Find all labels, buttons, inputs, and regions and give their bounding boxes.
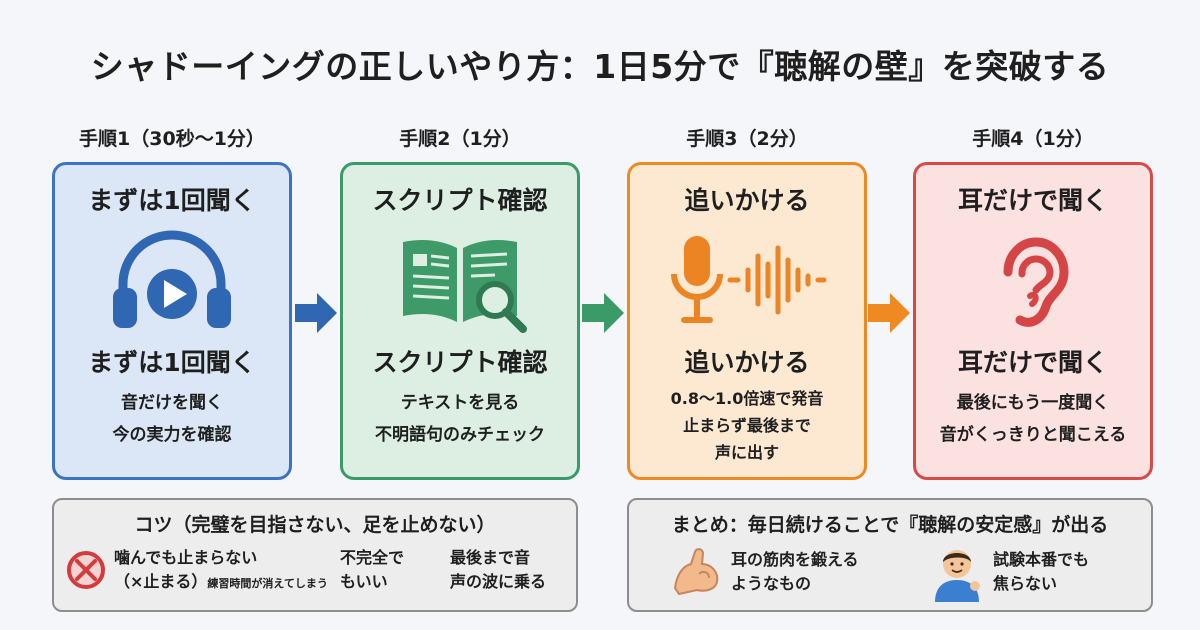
no-stop-icon (67, 551, 105, 589)
step-3-label: 手順3（2分） (686, 128, 808, 150)
summary-box: まとめ：毎日続けることで『聴解の安定感』が出る 耳の筋肉を鍛える ようなもの 試… (627, 498, 1153, 612)
arrow-right-icon (582, 293, 624, 333)
step-4-label: 手順4（1分） (972, 128, 1094, 150)
step-4-subtitle: 耳だけで聞く (957, 348, 1108, 377)
step-2-title: スクリプト確認 (372, 186, 548, 215)
summary-item-1: 耳の筋肉を鍛える ようなもの (731, 550, 859, 593)
step-2-subtitle: スクリプト確認 (372, 348, 548, 377)
muscle-arm-icon (673, 548, 719, 596)
tip-item-2: 不完全で もいい (340, 548, 405, 591)
page-title: シャドーイングの正しいやり方：1日5分で『聴解の壁』を突破する (90, 47, 1110, 86)
step-1-subtitle: まずは1回聞く (88, 348, 256, 377)
step-3-description: 0.8〜1.0倍速で発音 止まらず最後まで 声に出す (670, 389, 824, 462)
arrow-right-icon (295, 293, 337, 333)
tips-title: コツ（完璧を目指さない、足を止めない） (134, 514, 496, 536)
step-2-card: スクリプト確認 スクリプト確認 テキストを見る 不明語句のみチェック (340, 162, 580, 480)
microphone-wave-icon (630, 227, 864, 337)
book-magnifier-icon (343, 227, 577, 337)
step-1-label: 手順1（30秒〜1分） (79, 128, 265, 150)
arrow-right-icon (868, 293, 910, 333)
step-4-description: 最後にもう一度聞く 音がくっきりと聞こえる (939, 393, 1127, 445)
tip-item-1: 噛んでも止まらない （×止まる）練習時間が消えてしまう (114, 548, 328, 591)
step-2-description: テキストを見る 不明語句のみチェック (375, 393, 545, 445)
summary-item-2: 試験本番でも 焦らない (993, 550, 1090, 593)
step-3-subtitle: 追いかける (684, 348, 810, 377)
ear-icon (916, 227, 1150, 337)
step-1-description: 音だけを聞く 今の実力を確認 (112, 393, 232, 445)
tips-box: コツ（完璧を目指さない、足を止めない） 噛んでも止まらない （×止まる）練習時間… (52, 498, 578, 612)
step-3-card: 追いかける 追いかける 0.8〜1.0倍速で発音 止まらず最後まで 声に出す (627, 162, 867, 480)
step-1-card: まずは1回聞く まずは1回聞く 音だけを聞く 今の実力を確認 (52, 162, 292, 480)
step-4-card: 耳だけで聞く 耳だけで聞く 最後にもう一度聞く 音がくっきりと聞こえる (913, 162, 1153, 480)
step-2-label: 手順2（1分） (399, 128, 521, 150)
headphones-play-icon (55, 227, 289, 337)
step-3-title: 追いかける (684, 186, 810, 215)
tip-item-3: 最後まで音 声の波に乗る (450, 548, 547, 591)
calm-person-icon (935, 550, 980, 602)
step-1-title: まずは1回聞く (88, 186, 256, 215)
step-4-title: 耳だけで聞く (957, 186, 1108, 215)
summary-title: まとめ：毎日続けることで『聴解の安定感』が出る (671, 514, 1109, 536)
